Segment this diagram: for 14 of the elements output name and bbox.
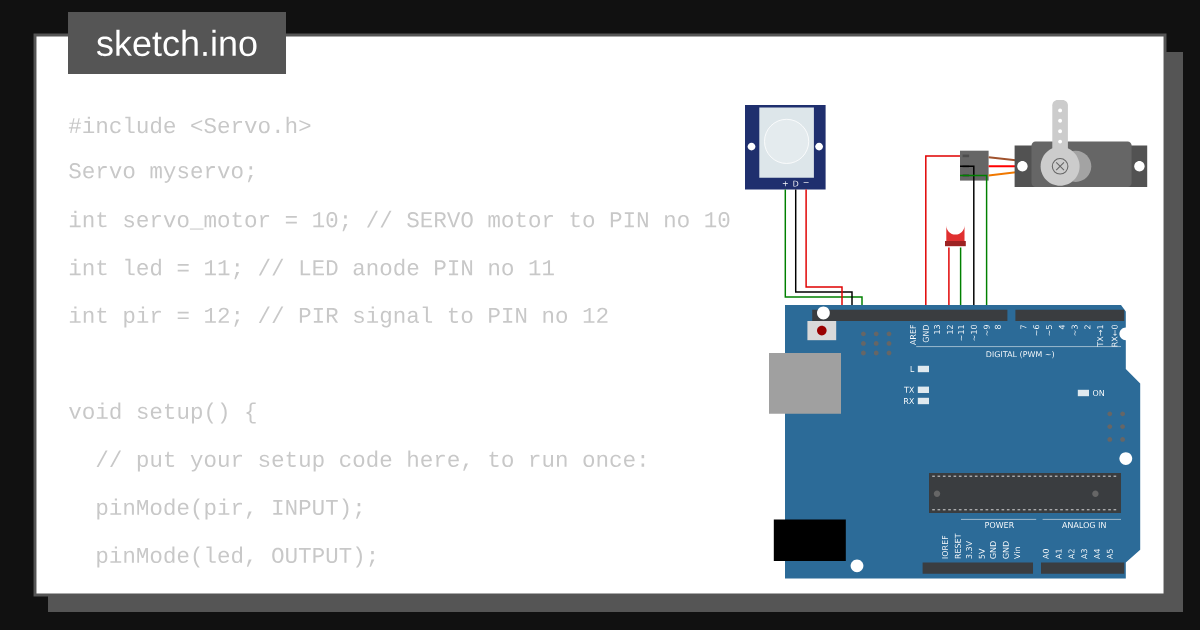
wire bbox=[959, 246, 962, 306]
wire bbox=[925, 155, 961, 306]
servo-drawing bbox=[960, 100, 1148, 188]
led-drawing bbox=[945, 223, 966, 247]
wire bbox=[959, 165, 975, 306]
wire bbox=[948, 246, 950, 306]
wire bbox=[794, 188, 853, 306]
pin-label: D bbox=[793, 180, 799, 187]
pin-label: − bbox=[803, 182, 809, 183]
wire bbox=[959, 174, 988, 306]
file-tab: sketch.ino bbox=[68, 12, 286, 74]
wire bbox=[784, 188, 863, 306]
pin-label: + bbox=[782, 181, 788, 187]
wire bbox=[805, 188, 843, 306]
